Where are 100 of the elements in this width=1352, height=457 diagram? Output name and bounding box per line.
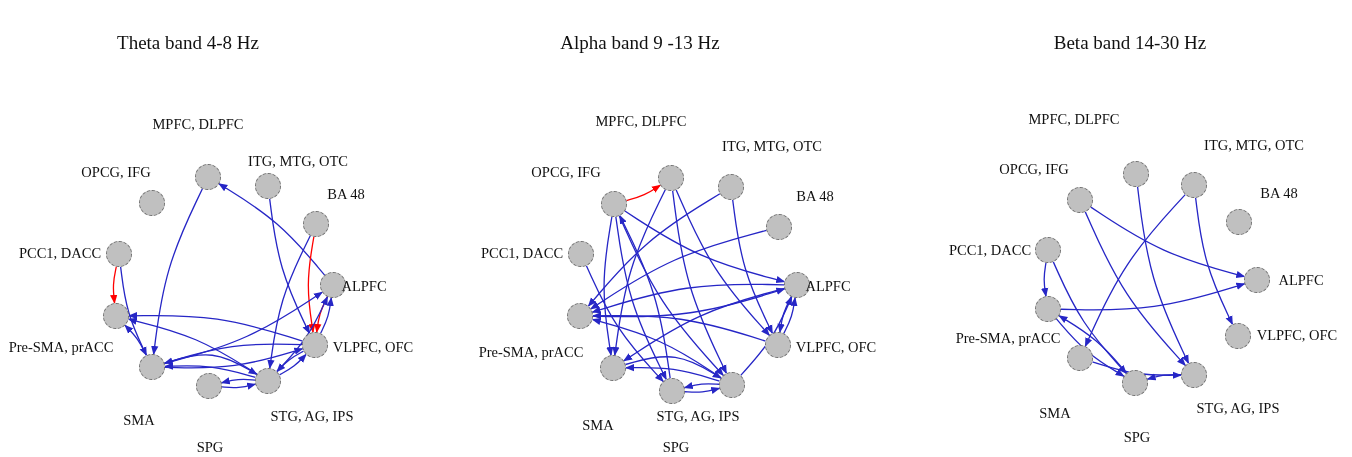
node-label: PCC1, DACC <box>948 242 1032 258</box>
arrow <box>618 215 724 377</box>
node-circle <box>1225 323 1251 349</box>
arrow <box>592 312 767 342</box>
node-circle <box>659 378 685 404</box>
arrow <box>110 266 118 304</box>
node-label: Pre-SMA, prACC <box>955 330 1061 346</box>
arrow <box>1090 206 1246 278</box>
node-circle <box>1035 237 1061 263</box>
arrow <box>267 235 311 370</box>
node-circle <box>1067 187 1093 213</box>
node-label: OPCG, IFG <box>999 161 1069 177</box>
node-circle <box>1244 267 1270 293</box>
node-label: SPG <box>196 439 224 455</box>
node-label: ALPFC <box>1278 272 1324 288</box>
node-label: STG, AG, IPS <box>270 408 354 424</box>
node-circle <box>766 214 792 240</box>
node-label: ITG, MTG, OTC <box>248 153 348 169</box>
arrow <box>221 382 257 390</box>
arrow <box>624 210 786 284</box>
arrow <box>163 354 258 376</box>
arrow <box>732 199 773 335</box>
arrow <box>585 265 664 383</box>
node-label: MPFC, DLPFC <box>595 113 687 129</box>
panel-title: Alpha band 9 -13 Hz <box>560 32 720 52</box>
arrow <box>1060 282 1246 311</box>
node-label: BA 48 <box>1260 185 1298 201</box>
node-label: Pre-SMA, prACC <box>8 339 114 355</box>
arrow <box>590 229 768 310</box>
arrow <box>777 295 792 334</box>
node-label: OPCG, IFG <box>531 164 601 180</box>
node-label: SPG <box>1123 429 1151 445</box>
arrow <box>269 198 311 335</box>
arrow <box>1084 211 1186 367</box>
node-circle <box>719 372 745 398</box>
arrow <box>1136 186 1190 365</box>
node-label: MPFC, DLPFC <box>1028 111 1120 127</box>
arrow <box>1194 197 1234 326</box>
arrow <box>220 377 256 385</box>
node-circle <box>658 165 684 191</box>
node-label: SMA <box>582 417 614 433</box>
node-label: SPG <box>662 439 690 455</box>
node-label: ALPFC <box>341 278 387 294</box>
node-circle <box>1122 370 1148 396</box>
node-circle <box>303 211 329 237</box>
node-circle <box>1181 362 1207 388</box>
arrow <box>684 386 721 394</box>
node-label: ITG, MTG, OTC <box>722 138 822 154</box>
node-circle <box>1226 209 1252 235</box>
arrow <box>612 189 666 356</box>
node-label: ITG, MTG, OTC <box>1204 137 1304 153</box>
node-label: PCC1, DACC <box>18 245 102 261</box>
node-circle <box>718 174 744 200</box>
arrow <box>675 189 770 336</box>
panel-title: Beta band 14-30 Hz <box>1053 32 1207 52</box>
arrow <box>218 183 326 276</box>
node-label: ALPFC <box>805 278 851 294</box>
arrow <box>624 356 722 379</box>
node-label: VLPFC, OFC <box>795 339 877 355</box>
arrow <box>683 382 720 390</box>
arrow <box>1146 373 1182 381</box>
node-label: VLPFC, OFC <box>332 339 414 355</box>
node-circle <box>103 303 129 329</box>
arrow <box>151 188 204 355</box>
arrow <box>1052 261 1127 375</box>
arrow <box>587 193 721 307</box>
arrow <box>625 364 721 382</box>
node-circle <box>765 332 791 358</box>
arrow <box>1041 262 1049 298</box>
panel-title: Theta band 4-8 Hz <box>117 32 259 52</box>
node-circle <box>568 241 594 267</box>
node-label: VLPFC, OFC <box>1256 327 1338 343</box>
arrow <box>672 190 728 375</box>
node-circle <box>1067 345 1093 371</box>
node-circle <box>1123 161 1149 187</box>
node-label: OPCG, IFG <box>81 164 151 180</box>
node-circle <box>106 241 132 267</box>
node-label: BA 48 <box>327 186 365 202</box>
arrow <box>124 324 147 356</box>
node-label: PCC1, DACC <box>480 245 564 261</box>
arrow <box>623 287 786 362</box>
node-label: STG, AG, IPS <box>656 408 740 424</box>
node-circle <box>302 332 328 358</box>
node-circle <box>255 368 281 394</box>
node-circle <box>139 354 165 380</box>
node-label: Pre-SMA, prACC <box>478 344 584 360</box>
node-circle <box>600 355 626 381</box>
node-circle <box>196 373 222 399</box>
node-label: BA 48 <box>796 188 834 204</box>
node-circle <box>1181 172 1207 198</box>
node-circle <box>139 190 165 216</box>
node-label: SMA <box>1039 405 1071 421</box>
arrow <box>128 312 304 342</box>
node-label: SMA <box>123 412 155 428</box>
arrow <box>307 236 316 334</box>
arrow <box>320 297 334 334</box>
node-circle <box>1035 296 1061 322</box>
node-circle <box>255 173 281 199</box>
arrow <box>119 266 148 357</box>
node-label: STG, AG, IPS <box>1196 400 1280 416</box>
